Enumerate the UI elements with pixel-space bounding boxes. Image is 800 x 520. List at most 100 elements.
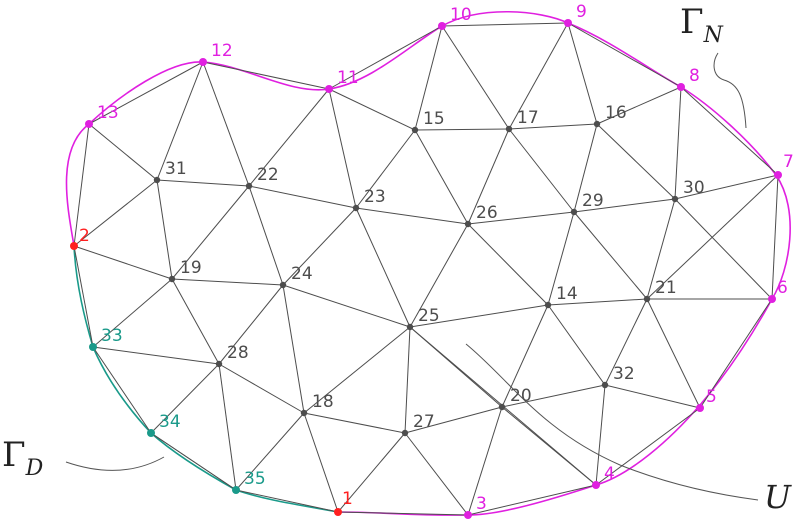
node-3-marker <box>464 511 472 519</box>
mesh-edge-20-32 <box>501 384 606 408</box>
node-22-label: 22 <box>257 165 279 185</box>
node-1-marker <box>334 508 342 516</box>
mesh-edge-1-35 <box>235 489 339 513</box>
mesh-edges <box>73 22 779 516</box>
gamma-d-pointer <box>65 456 165 471</box>
node-27-marker <box>401 429 409 437</box>
mesh-edge-3-1 <box>337 511 469 516</box>
mesh-edge-28-34 <box>150 363 220 434</box>
mesh-edge-21-5 <box>646 298 701 409</box>
node-21-marker <box>643 295 651 303</box>
node-2-marker <box>70 242 78 250</box>
gamma-n-label: ΓN <box>680 2 724 48</box>
mesh-edge-11-22 <box>248 88 330 187</box>
mesh-edge-7-6 <box>771 174 779 300</box>
mesh-edge-24-25 <box>282 284 411 328</box>
mesh-edge-32-5 <box>604 384 701 409</box>
mesh-edge-11-15 <box>328 88 416 131</box>
node-6-marker <box>768 295 776 303</box>
mesh-edge-32-4 <box>595 384 606 486</box>
mesh-edge-17-29 <box>508 128 575 213</box>
node-35-label: 35 <box>244 469 266 489</box>
mesh-edge-29-30 <box>573 198 676 213</box>
mesh-edge-12-11 <box>202 61 330 90</box>
node-16-marker <box>593 120 601 128</box>
node-32-label: 32 <box>613 364 635 384</box>
node-13-label: 13 <box>97 103 119 123</box>
mesh-edge-27-3 <box>404 432 469 516</box>
node-12-marker <box>199 58 207 66</box>
mesh-edge-21-32 <box>604 298 648 386</box>
mesh-edge-9-17 <box>508 22 569 130</box>
mesh-edge-23-24 <box>282 207 357 286</box>
node-33-marker <box>89 343 97 351</box>
mesh-edge-22-19 <box>171 185 250 280</box>
mesh-edge-11-23 <box>328 88 357 209</box>
node-4-marker <box>592 481 600 489</box>
node-35-marker <box>232 486 240 494</box>
mesh-edge-25-27 <box>404 326 411 434</box>
mesh-edge-8-30 <box>674 86 682 200</box>
node-23-label: 23 <box>364 187 386 207</box>
mesh-edge-17-26 <box>467 128 510 225</box>
mesh-edge-11-10 <box>328 25 443 90</box>
node-10-label: 10 <box>450 5 472 25</box>
node-34-marker <box>147 429 155 437</box>
mesh-edge-27-20 <box>404 406 503 434</box>
mesh-edge-18-1 <box>303 412 339 513</box>
node-8-label: 8 <box>689 66 700 86</box>
mesh-edge-34-33 <box>92 346 152 434</box>
mesh-edge-2-13 <box>73 123 90 247</box>
node-21-label: 21 <box>655 278 677 298</box>
node-6-label: 6 <box>777 278 788 298</box>
node-14-label: 14 <box>556 284 578 304</box>
mesh-edge-14-21 <box>547 298 648 306</box>
mesh-edge-30-21 <box>646 198 676 300</box>
mesh-edge-6-30 <box>674 198 773 300</box>
mesh-edge-26-25 <box>409 223 469 328</box>
node-3-label: 3 <box>476 494 487 514</box>
node-16-label: 16 <box>605 103 627 123</box>
node-7-marker <box>774 171 782 179</box>
node-15-label: 15 <box>423 109 445 129</box>
node-20-label: 20 <box>510 386 532 406</box>
node-12-label: 12 <box>211 41 233 61</box>
mesh-edge-2-31 <box>73 179 158 247</box>
node-27-label: 27 <box>413 412 435 432</box>
node-8-marker <box>677 83 685 91</box>
node-15-marker <box>411 126 419 134</box>
node-5-marker <box>696 404 704 412</box>
mesh-edge-26-14 <box>467 223 549 306</box>
mesh-edge-18-35 <box>235 412 305 491</box>
mesh-edge-10-15 <box>414 25 443 131</box>
mesh-edge-6-5 <box>699 298 773 409</box>
mesh-edge-29-21 <box>573 211 648 300</box>
node-25-marker <box>406 323 414 331</box>
mesh-edge-31-19 <box>156 179 173 280</box>
u-pointer <box>465 343 759 501</box>
mesh-edge-10-9 <box>441 22 569 27</box>
node-18-label: 18 <box>312 392 334 412</box>
node-26-marker <box>464 220 472 228</box>
mesh-edge-15-23 <box>355 129 416 209</box>
node-9-marker <box>564 19 572 27</box>
node-30-marker <box>671 195 679 203</box>
mesh-edge-8-16 <box>596 86 682 125</box>
node-17-marker <box>505 125 513 133</box>
node-24-marker <box>279 281 287 289</box>
mesh-edge-9-8 <box>567 22 682 88</box>
node-4-label: 4 <box>604 464 615 484</box>
mesh-edge-13-12 <box>88 61 204 125</box>
node-7-label: 7 <box>783 152 794 172</box>
node-10-marker <box>438 22 446 30</box>
node-19-marker <box>168 275 176 283</box>
node-19-label: 19 <box>180 258 202 278</box>
node-33-label: 33 <box>101 326 123 346</box>
node-20-marker <box>498 403 506 411</box>
node-9-label: 9 <box>576 2 587 22</box>
mesh-edge-22-24 <box>248 185 284 286</box>
node-14-marker <box>544 301 552 309</box>
mesh-edge-14-25 <box>409 304 549 328</box>
